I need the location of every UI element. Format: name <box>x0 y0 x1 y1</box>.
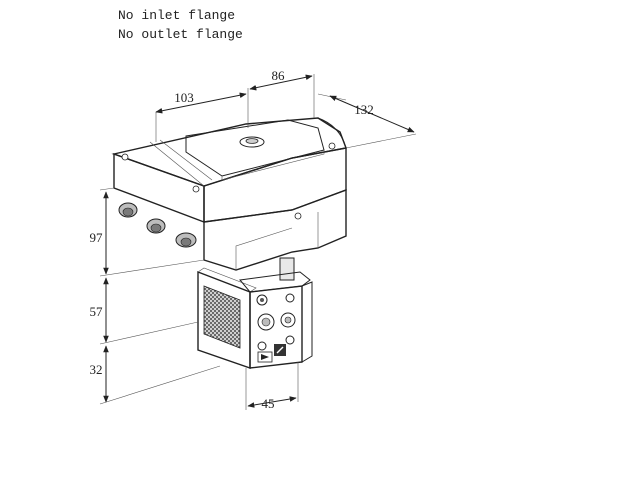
dim-width-valve: 45 <box>262 396 275 411</box>
drawing-notes: No inlet flange No outlet flange <box>118 6 243 44</box>
dim-depth: 132 <box>354 102 374 117</box>
dimension-labels: 103 86 132 97 57 32 45 <box>90 68 374 411</box>
actuator-housing <box>111 117 347 271</box>
valve-body <box>197 257 313 369</box>
dimension-lines <box>99 74 417 410</box>
dim-width-top-right: 86 <box>272 68 286 83</box>
dim-height-valve-lower: 32 <box>90 362 103 377</box>
cable-glands <box>118 202 197 248</box>
note-outlet-flange: No outlet flange <box>118 27 243 42</box>
dim-height-valve-upper: 57 <box>90 304 104 319</box>
dim-height-actuator: 97 <box>90 230 104 245</box>
note-inlet-flange: No inlet flange <box>118 8 236 23</box>
dim-width-top-left: 103 <box>174 90 194 105</box>
